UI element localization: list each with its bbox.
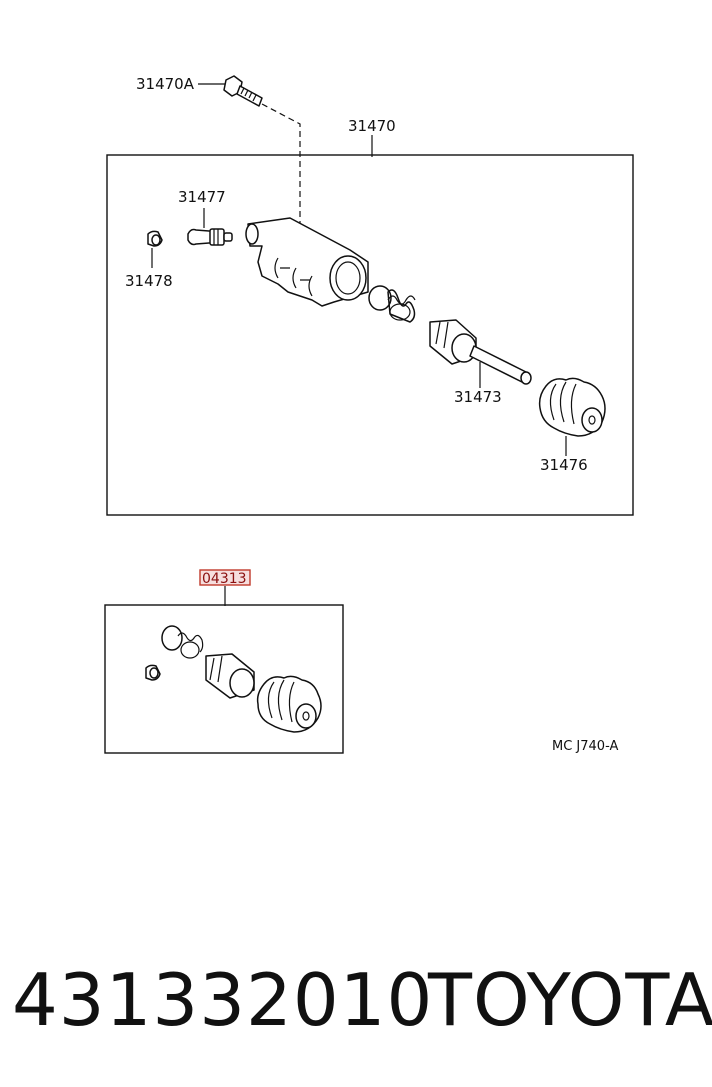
brand-name: TOYOTA (428, 958, 712, 1042)
part-number[interactable]: 431332010 (12, 958, 434, 1042)
kit-label-highlight (199, 569, 251, 586)
cylinder-body-part[interactable] (245, 217, 369, 307)
cap-part[interactable] (147, 230, 163, 247)
spring-cup-part[interactable] (368, 285, 416, 323)
label-31473[interactable]: 31473 (454, 388, 502, 406)
kit-piston-part[interactable] (205, 653, 255, 699)
label-31477[interactable]: 31477 (178, 188, 226, 206)
bleeder-bolt-part[interactable] (223, 75, 263, 107)
label-31478[interactable]: 31478 (125, 272, 173, 290)
label-04313[interactable]: 04313 (202, 571, 247, 587)
label-31470[interactable]: 31470 (348, 117, 396, 135)
kit-spring-cup-part[interactable] (161, 625, 204, 659)
boot-part[interactable] (538, 377, 606, 437)
piston-push-rod-part[interactable] (429, 319, 532, 385)
bleeder-plug-part[interactable] (187, 228, 233, 246)
cylinder-assembly-frame (106, 154, 634, 516)
kit-boot-part[interactable] (256, 675, 322, 733)
figure-code: MC J740-A (552, 739, 618, 754)
kit-frame (104, 604, 344, 754)
kit-cap-part[interactable] (145, 664, 161, 681)
footer-caption: 431332010 TOYOTA (0, 955, 712, 1045)
label-31470A[interactable]: 31470A (136, 75, 195, 93)
label-31476[interactable]: 31476 (540, 456, 588, 474)
